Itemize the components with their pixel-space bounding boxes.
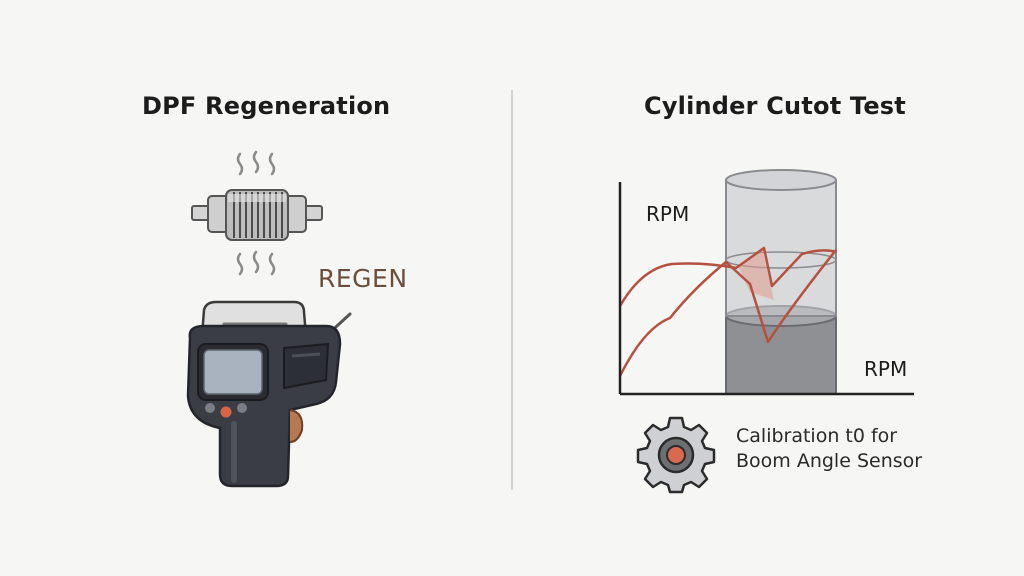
heat-waves-top-icon [236,150,276,176]
caption-line-2: Boom Angle Sensor [736,450,923,472]
y-axis-label: RPM [646,202,690,226]
cylinder-upper-top [725,169,837,191]
cylinder-cutout-panel: Cylinder Cutot Test RPM RPM Calibration … [514,0,1024,576]
gear-icon [636,416,716,494]
x-axis-label: RPM [864,357,908,381]
caption-line-1: Calibration t0 for [736,425,898,447]
dpf-filter-icon [191,189,323,241]
cylinder-lower-body [725,315,837,395]
cylinder-cutout-title: Cylinder Cutot Test [644,92,906,120]
rpm-curve-upper [618,246,837,307]
cylinder-upper-body [725,179,837,317]
dpf-regeneration-panel: DPF Regeneration REGEN [0,0,511,576]
calibration-caption: Calibration t0 for Boom Angle Sensor [736,424,922,474]
rpm-curve-lower [618,249,837,377]
diagnostic-scanner-icon [186,300,352,488]
heat-waves-bottom-icon [236,250,276,276]
panel-divider [511,90,513,490]
dpf-regeneration-title: DPF Regeneration [142,92,391,120]
rpm-graph [618,169,914,396]
regen-label: REGEN [318,264,408,293]
